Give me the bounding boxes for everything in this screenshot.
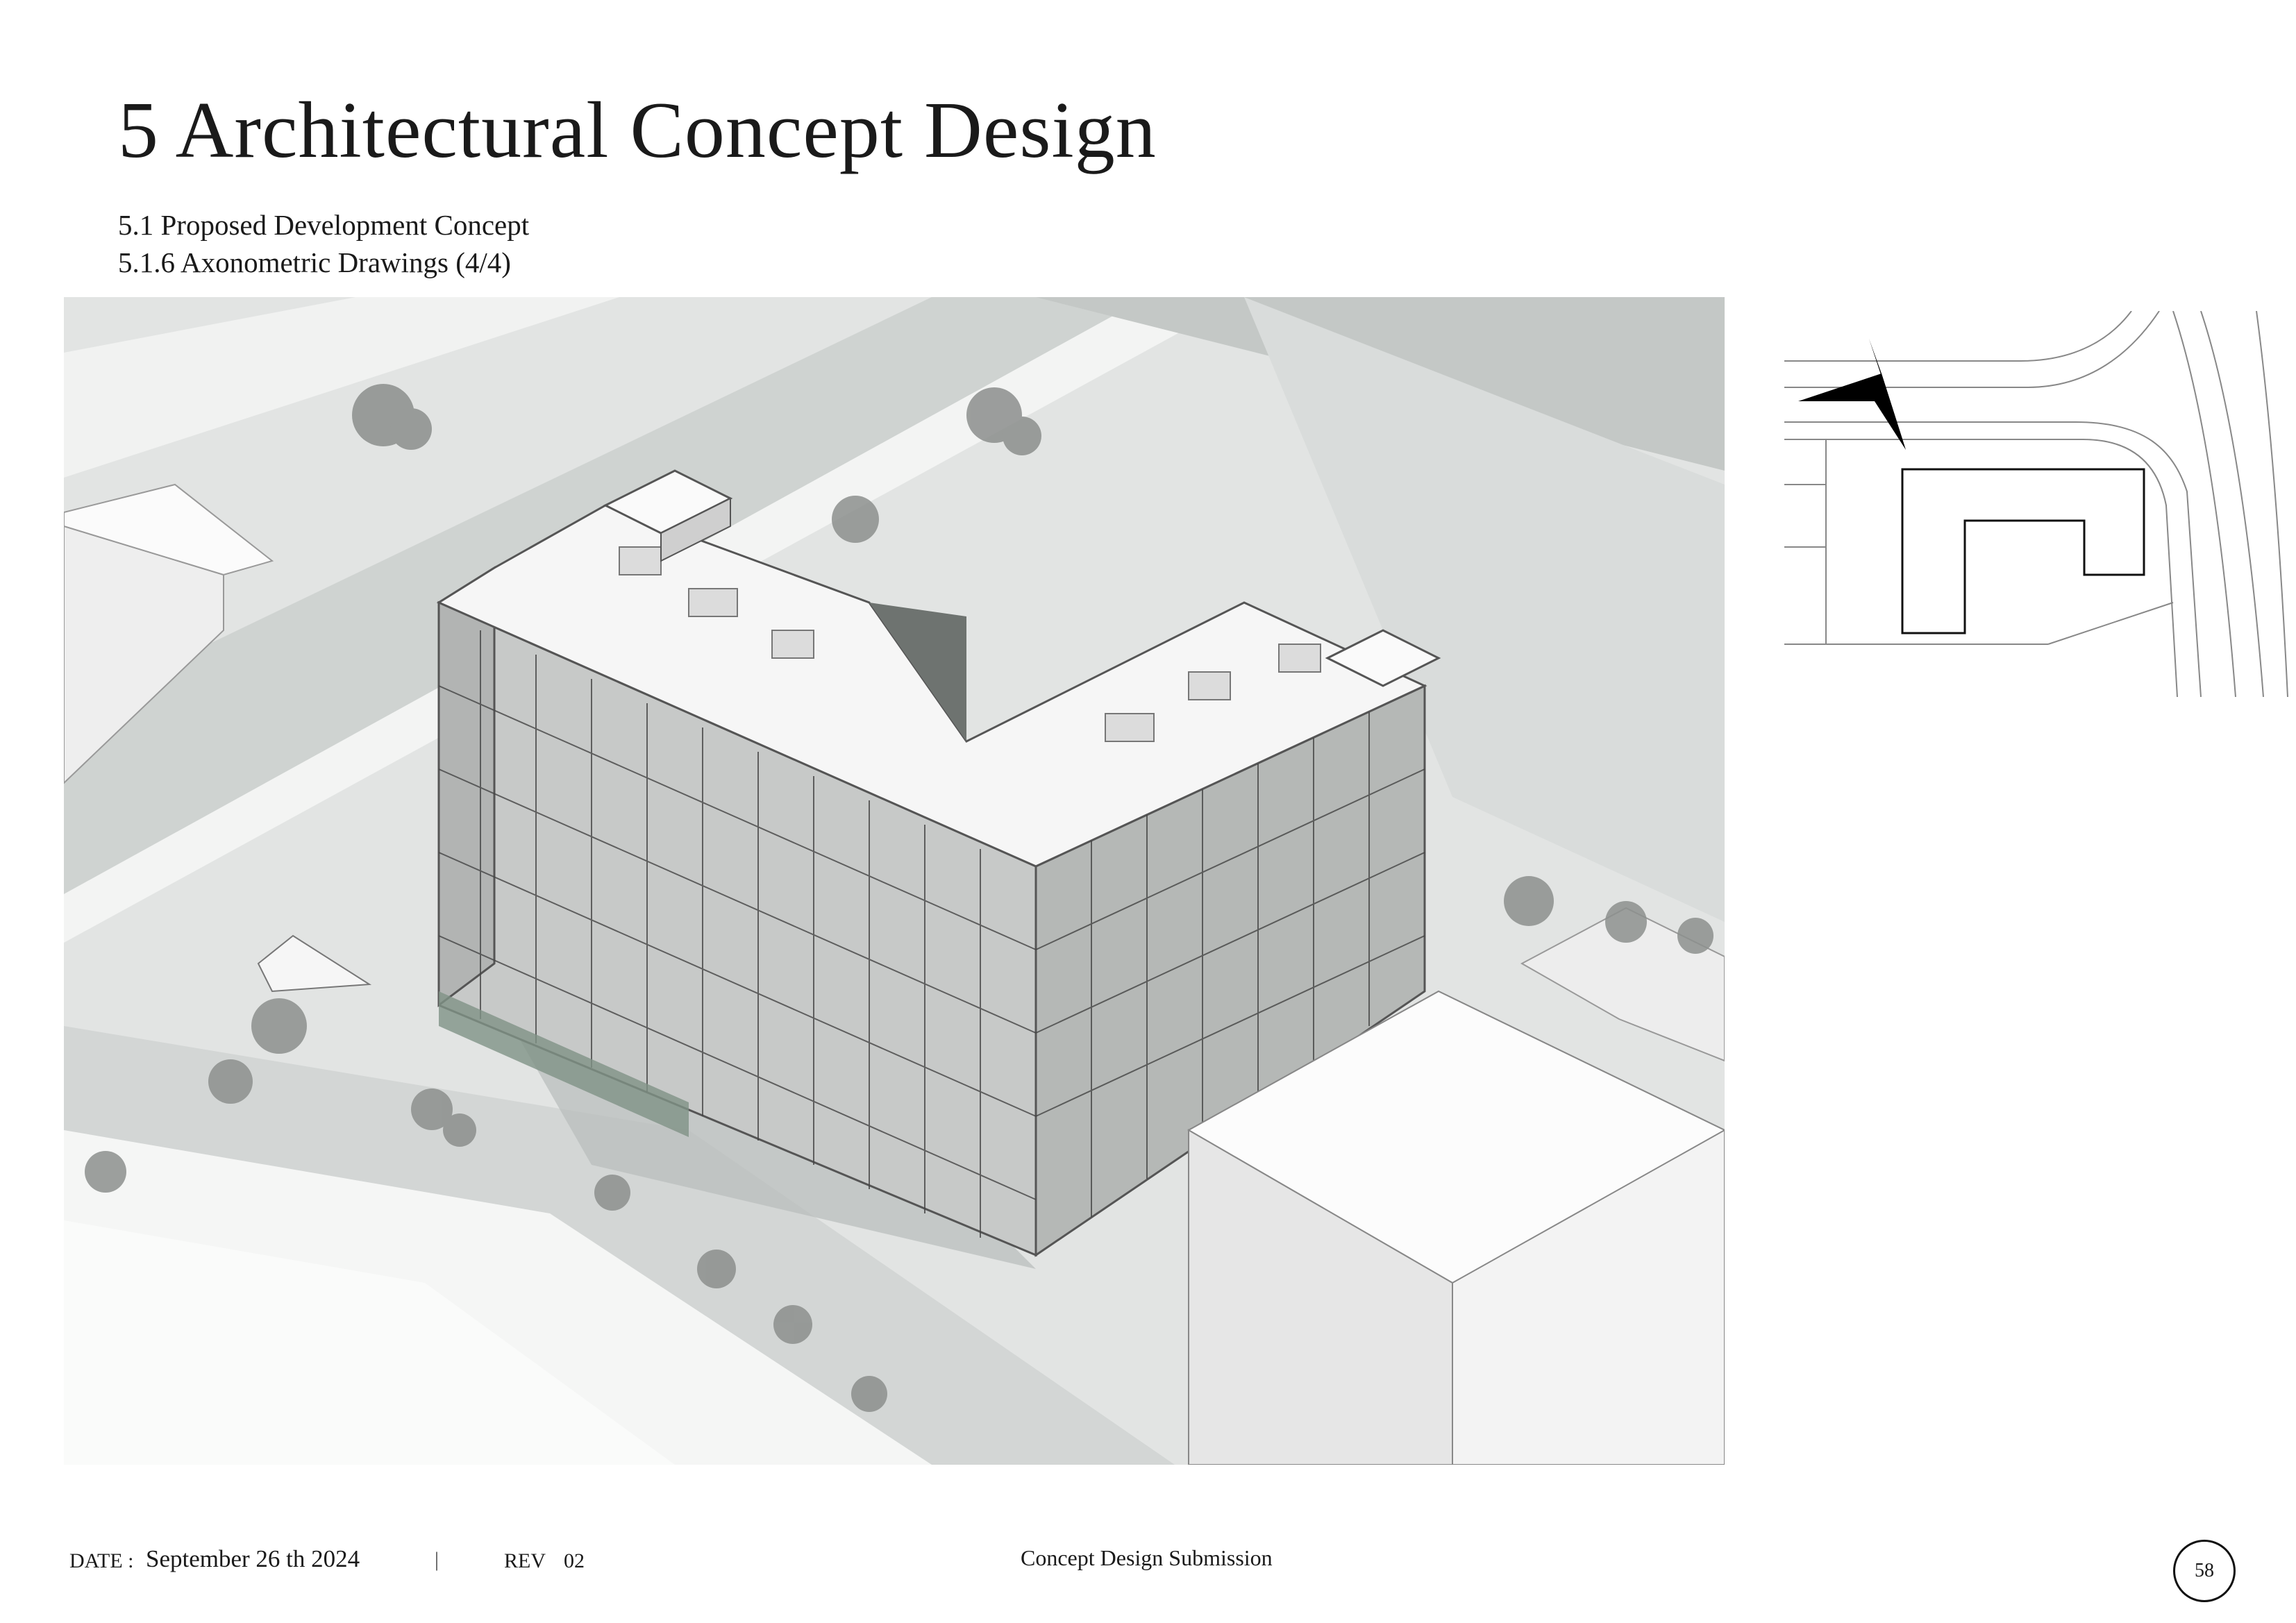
footer-separator: | (435, 1548, 439, 1571)
revision-label: REV (504, 1549, 546, 1572)
revision-value: 02 (564, 1549, 585, 1572)
axonometric-drawing (64, 297, 1725, 1465)
page-number-badge: 58 (2173, 1540, 2236, 1602)
drawing-subtitle: 5.1.6 Axonometric Drawings (4/4) (118, 246, 511, 278)
sidewalk-top-left (64, 297, 619, 478)
date-label: DATE : (69, 1549, 134, 1572)
submission-title: Concept Design Submission (1021, 1545, 1273, 1570)
section-subtitle: 5.1 Proposed Development Concept (118, 209, 530, 241)
site-outline (1901, 468, 2145, 634)
page-number: 58 (2195, 1560, 2214, 1581)
trees (85, 384, 1713, 1412)
key-plan (1784, 311, 2295, 697)
north-arrow-icon (1798, 373, 1906, 450)
page-title: 5 Architectural Concept Design (118, 86, 1157, 175)
date-value: September 26 th 2024 (146, 1545, 360, 1572)
